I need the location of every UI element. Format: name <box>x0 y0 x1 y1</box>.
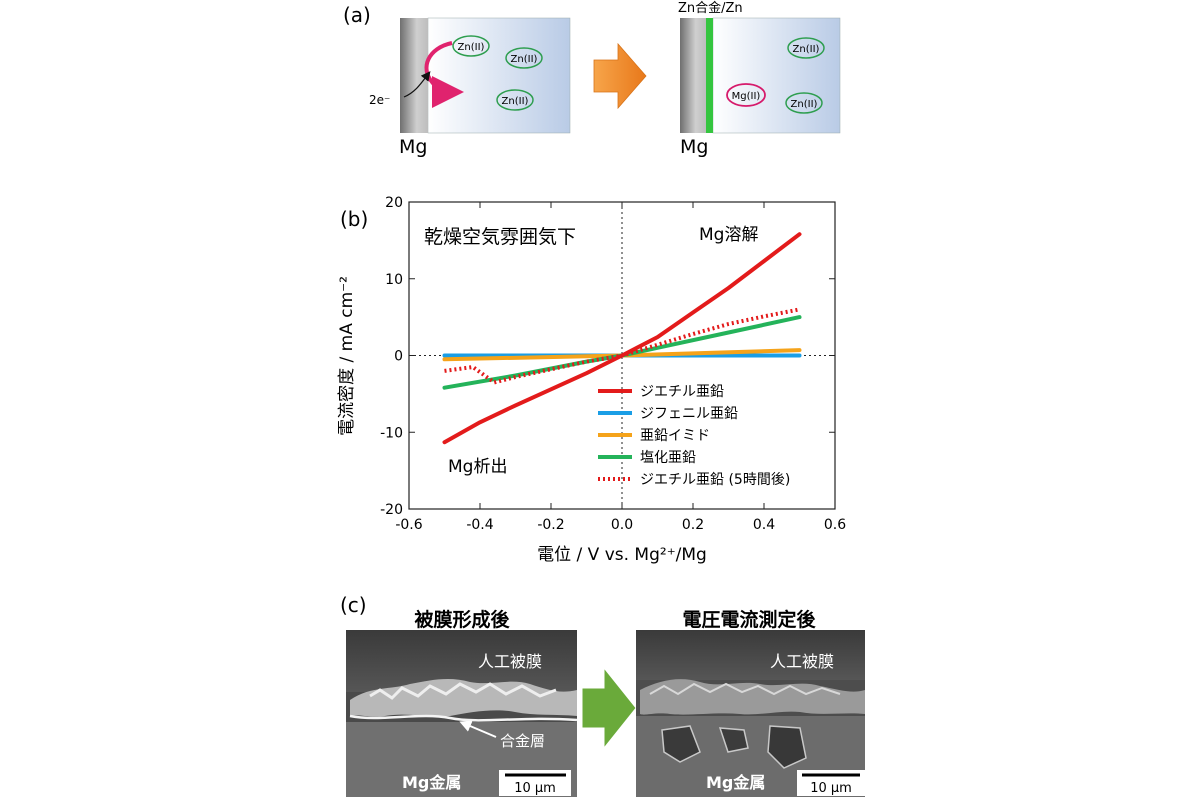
void <box>767 725 807 769</box>
electron-label: 2e⁻ <box>369 93 390 107</box>
zn-ion-label: Zn(II) <box>511 54 538 65</box>
scale-bar-label: 10 μm <box>514 781 556 796</box>
mg-ion-label: Mg(II) <box>732 91 761 102</box>
x-tick-label: -0.6 <box>395 517 422 533</box>
y-tick-label: -10 <box>380 425 403 441</box>
zn-ion <box>496 89 534 111</box>
process-arrow-icon <box>581 666 637 750</box>
panel-c: (c) 被膜形成後 人工被膜 合金層 Mg金属 10 μm 電圧電流測定後 <box>340 593 865 797</box>
alloy-pointer-arrow <box>459 720 497 738</box>
legend-label: 亜鉛イミド <box>640 428 710 444</box>
panel-c-label: (c) <box>340 593 367 617</box>
panel-a-label: (a) <box>343 3 371 27</box>
zn-ion <box>787 37 825 59</box>
alloy-layer-line <box>349 714 578 722</box>
zn-ion-label: Zn(II) <box>458 42 485 53</box>
zn-alloy-layer <box>706 18 713 133</box>
mg-ion <box>726 83 766 107</box>
chart-plot: -0.6 -0.4 -0.2 0.0 0.2 0.4 0.6 -20 -10 0 10 20 乾燥空… <box>380 195 846 533</box>
zn-ion-label: Zn(II) <box>793 44 820 55</box>
zn-ion-label: Zn(II) <box>791 99 818 110</box>
panel-b: (b) -0.6 -0.4 -0.2 0.0 0.2 0.4 0.6 -20 -10 0 10 20… <box>337 195 846 565</box>
layer-label: Zn合金/Zn <box>678 0 743 16</box>
mg-electrode-before <box>400 18 428 133</box>
zn-ion-label: Zn(II) <box>502 96 529 107</box>
cell-after: Zn合金/Zn Zn(II) Mg(II) Zn(II) Mg <box>678 0 841 158</box>
sem-upper-region <box>636 630 865 680</box>
panel-b-label: (b) <box>340 207 368 231</box>
zn-ion <box>785 92 823 114</box>
panel-a: (a) Zn(II) Zn(II) Zn(II) 2e⁻ Mg Zn合金/Zn … <box>343 0 841 158</box>
x-tick-label: 0.2 <box>682 517 704 533</box>
zn-ion <box>452 35 490 57</box>
artificial-film <box>640 679 865 715</box>
film-texture <box>649 682 841 696</box>
legend-label: ジエチル亜鉛 <box>640 384 724 400</box>
mg-metal-label: Mg金属 <box>706 773 765 792</box>
mg-metal-label: Mg金属 <box>402 773 461 792</box>
y-axis: -20 -10 0 10 20 <box>380 195 835 518</box>
transition-arrow-icon <box>593 42 647 110</box>
legend-label: ジフェニル亜鉛 <box>640 406 738 422</box>
series-group <box>442 232 802 445</box>
x-tick-label: -0.2 <box>537 517 564 533</box>
cell-before: Zn(II) Zn(II) Zn(II) 2e⁻ Mg <box>369 17 571 158</box>
film-label: 人工被膜 <box>478 652 542 671</box>
sem-image-before: 被膜形成後 人工被膜 合金層 Mg金属 10 μm <box>346 608 578 797</box>
legend-label: 塩化亜鉛 <box>640 450 696 466</box>
electrolyte-before <box>427 17 571 134</box>
dissolution-annotation: Mg溶解 <box>699 225 758 245</box>
mg-electrode-after <box>680 18 706 133</box>
void <box>661 725 701 763</box>
x-axis-label: 電位 / V vs. Mg²⁺/Mg <box>537 545 707 565</box>
deposition-annotation: Mg析出 <box>448 457 507 477</box>
electrolyte-after <box>712 17 841 134</box>
y-axis-label: 電流密度 / mA cm⁻² <box>337 276 357 436</box>
sem-before-title: 被膜形成後 <box>414 608 510 631</box>
series-line <box>442 232 802 445</box>
film-label: 人工被膜 <box>770 652 834 671</box>
zn-ion <box>505 47 543 69</box>
x-tick-label: 0.4 <box>753 517 775 533</box>
y-tick-label: 10 <box>385 272 403 288</box>
x-tick-label: 0.0 <box>611 517 633 533</box>
atmosphere-annotation: 乾燥空気雰囲気下 <box>424 226 576 248</box>
alloy-label: 合金層 <box>500 732 545 750</box>
x-tick-label: -0.4 <box>466 517 493 533</box>
reduction-arrow <box>424 41 464 108</box>
y-tick-label: 20 <box>385 195 403 211</box>
series-line <box>444 307 800 385</box>
mg-label: Mg <box>680 136 708 158</box>
sem-after-title: 電圧電流測定後 <box>682 608 816 631</box>
x-axis: -0.6 -0.4 -0.2 0.0 0.2 0.4 0.6 <box>395 202 846 533</box>
mg-label: Mg <box>399 136 427 158</box>
y-tick-label: -20 <box>380 502 403 518</box>
x-tick-label: 0.6 <box>824 517 846 533</box>
legend-label: ジエチル亜鉛 (5時間後) <box>640 472 790 488</box>
scale-bar-label: 10 μm <box>810 781 852 796</box>
film-texture <box>369 682 557 700</box>
y-tick-label: 0 <box>394 349 403 365</box>
void <box>718 727 749 753</box>
electron-arrow <box>403 71 431 98</box>
sem-image-after: 電圧電流測定後 人工被膜 Mg金属 10 μm <box>636 608 865 797</box>
